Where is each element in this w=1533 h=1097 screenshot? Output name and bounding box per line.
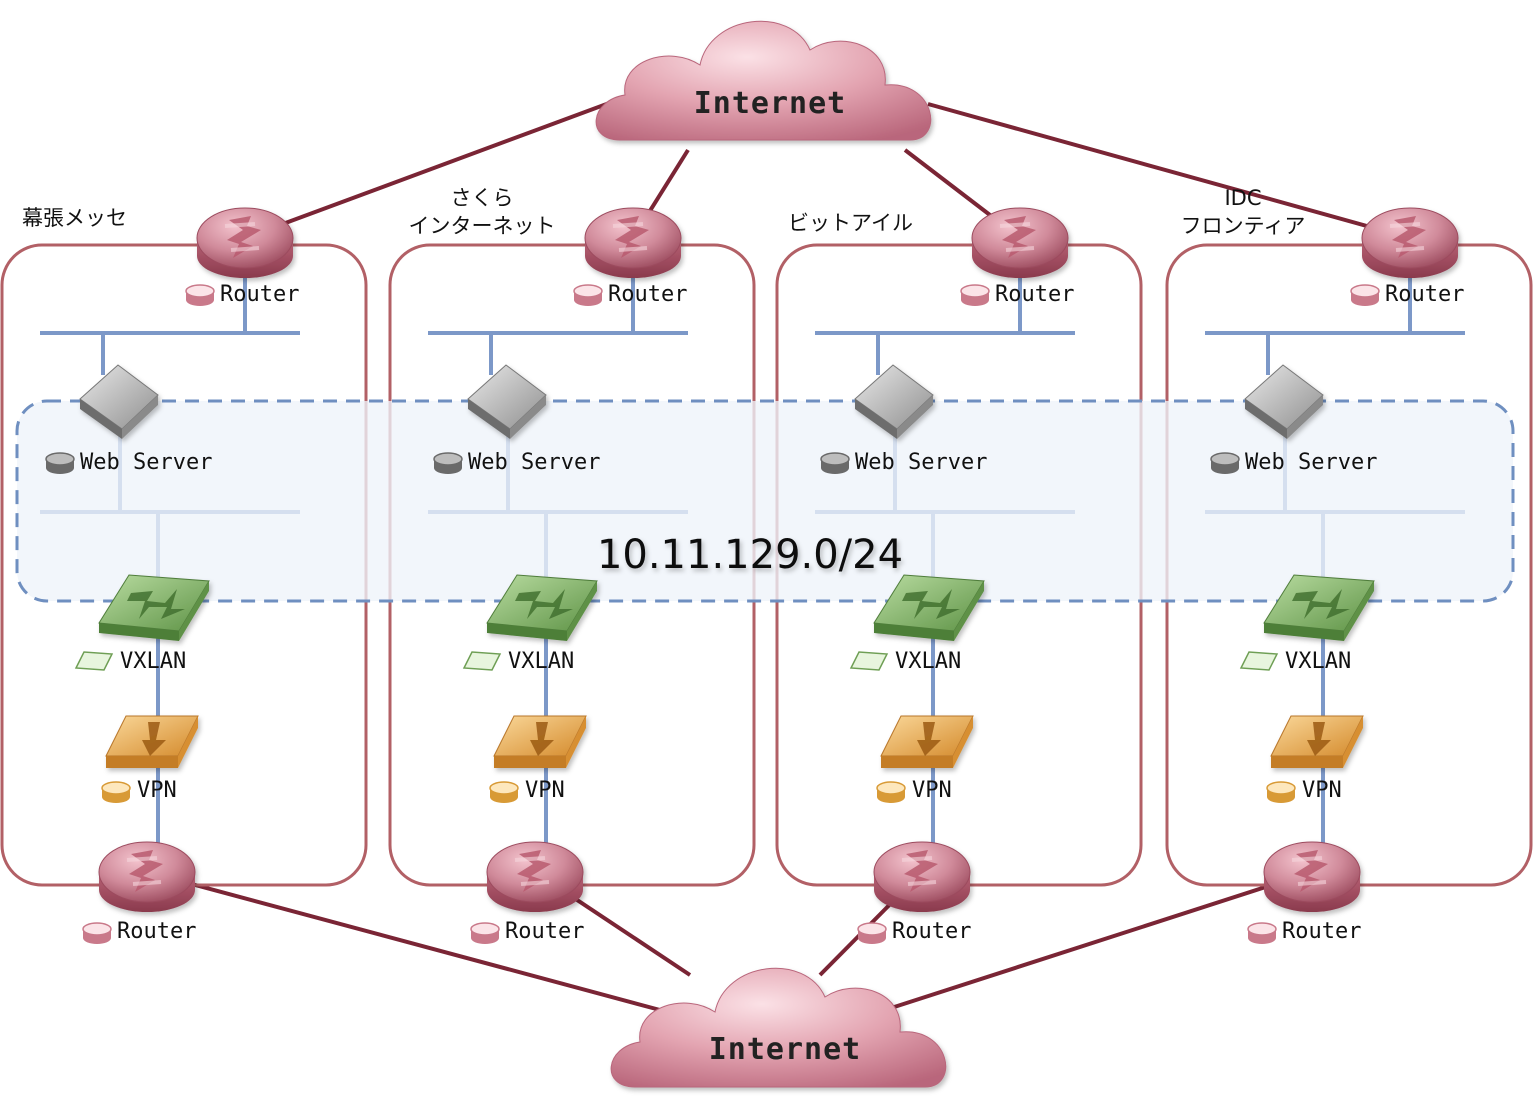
vpn-label: VPN [1302, 778, 1342, 803]
top-router-label: Router [608, 282, 687, 307]
site-name-line: ビットアイル [788, 211, 913, 235]
vxlan-small-icon [462, 651, 502, 671]
subnet-label: 10.11.129.0/24 [597, 532, 903, 578]
vxlan-label: VXLAN [1285, 649, 1351, 674]
vpn-small-icon [489, 781, 519, 803]
router-small-icon [1350, 284, 1380, 306]
bottom-router-label: Router [117, 919, 196, 944]
vxlan-switch-icon [98, 574, 210, 641]
server-icon [1244, 364, 1324, 439]
router-small-icon [1247, 922, 1277, 944]
router-small-icon [857, 922, 887, 944]
server-icon [854, 364, 934, 439]
server-icon [79, 364, 159, 439]
server-small-icon [433, 452, 463, 474]
router-icon [873, 841, 971, 912]
vpn-gateway-icon [105, 715, 199, 768]
vpn-gateway-icon [493, 715, 587, 768]
top-router-label: Router [1385, 282, 1464, 307]
cloud-icon [610, 967, 947, 1088]
vpn-label: VPN [137, 778, 177, 803]
cloud-label-bottom: Internet [709, 1032, 862, 1067]
router-icon [486, 841, 584, 912]
router-icon [196, 207, 294, 278]
vxlan-label: VXLAN [895, 649, 961, 674]
wan-link-top [244, 100, 613, 240]
router-small-icon [82, 922, 112, 944]
router-small-icon [960, 284, 990, 306]
router-small-icon [185, 284, 215, 306]
wan-link-bottom [146, 870, 661, 1012]
router-icon [1263, 841, 1361, 912]
server-small-icon [45, 452, 75, 474]
vxlan-label: VXLAN [120, 649, 186, 674]
vxlan-small-icon [74, 651, 114, 671]
router-small-icon [573, 284, 603, 306]
vpn-gateway-icon [1270, 715, 1364, 768]
vxlan-switch-icon [873, 574, 985, 641]
vxlan-switch-icon [1263, 574, 1375, 641]
site-name-line: インターネット [409, 214, 556, 238]
server-label: Web Server [80, 450, 212, 475]
server-label: Web Server [468, 450, 600, 475]
router-icon [98, 841, 196, 912]
vxlan-small-icon [1239, 651, 1279, 671]
wan-link-top [927, 102, 1411, 240]
router-small-icon [470, 922, 500, 944]
server-icon [467, 364, 547, 439]
bottom-router-label: Router [1282, 919, 1361, 944]
cloud-icon [595, 20, 932, 141]
server-small-icon [820, 452, 850, 474]
router-icon [971, 207, 1069, 278]
vpn-small-icon [1266, 781, 1296, 803]
vpn-small-icon [876, 781, 906, 803]
site-name-line: フロンティア [1181, 214, 1306, 238]
top-router-label: Router [220, 282, 299, 307]
bottom-router-label: Router [505, 919, 584, 944]
top-router-label: Router [995, 282, 1074, 307]
vxlan-small-icon [849, 651, 889, 671]
cloud-label-top: Internet [694, 86, 847, 121]
site-name-line: IDC [1224, 186, 1261, 210]
server-small-icon [1210, 452, 1240, 474]
vxlan-label: VXLAN [508, 649, 574, 674]
vpn-label: VPN [912, 778, 952, 803]
bottom-router-label: Router [892, 919, 971, 944]
router-icon [1361, 207, 1459, 278]
wan-link-bottom [884, 870, 1313, 1012]
vpn-label: VPN [525, 778, 565, 803]
server-label: Web Server [1245, 450, 1377, 475]
router-icon [584, 207, 682, 278]
vxlan-switch-icon [486, 574, 598, 641]
site-name-line: 幕張メッセ [22, 206, 127, 230]
vpn-small-icon [101, 781, 131, 803]
site-name-line: さくら [451, 186, 514, 210]
subnet-area [15, 399, 1515, 603]
server-label: Web Server [855, 450, 987, 475]
vpn-gateway-icon [880, 715, 974, 768]
